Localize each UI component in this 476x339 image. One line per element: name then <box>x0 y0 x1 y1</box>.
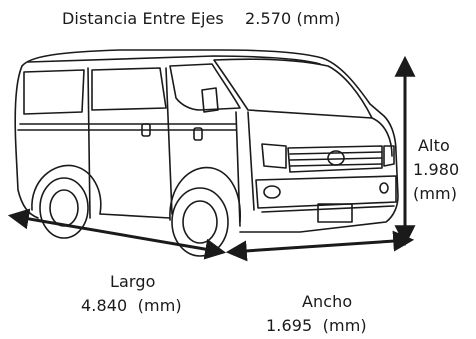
length-arrow <box>7 208 227 260</box>
wheelbase-label: Distancia Entre Ejes <box>62 9 224 28</box>
height-unit: (mm) <box>413 184 458 203</box>
width-arrow <box>225 230 415 262</box>
wheelbase-value: 2.570 (mm) <box>245 9 341 28</box>
length-value: 4.840 (mm) <box>81 296 182 315</box>
width-value: 1.695 (mm) <box>266 316 367 335</box>
height-label: Alto <box>418 136 450 155</box>
length-label: Largo <box>110 272 156 291</box>
height-value: 1.980 <box>413 160 460 179</box>
width-label: Ancho <box>302 292 353 311</box>
